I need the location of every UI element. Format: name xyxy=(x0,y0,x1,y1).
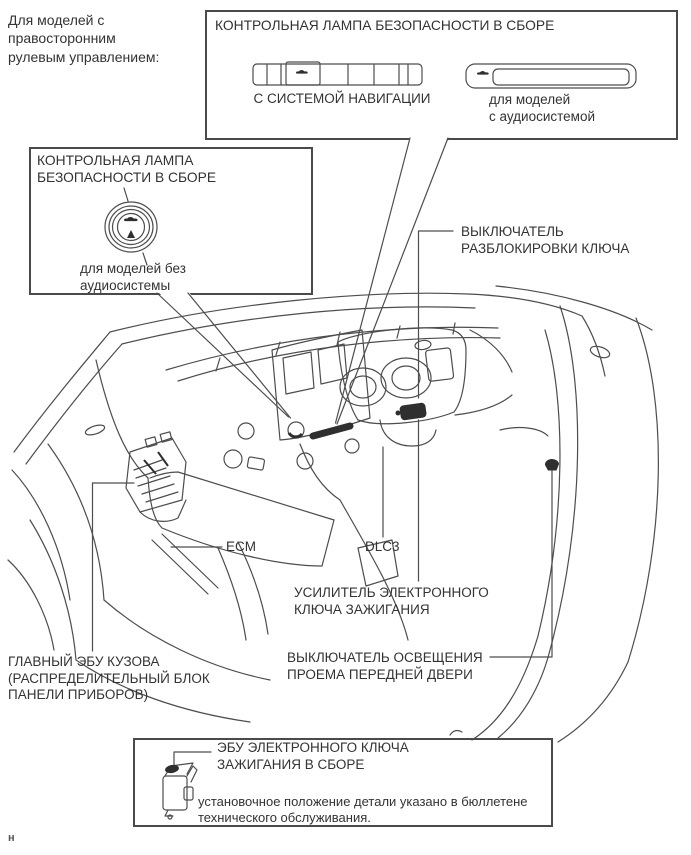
callout-main-body-ecu: ГЛАВНЫЙ ЭБУ КУЗОВА (РАСПРЕДЕЛИТЕЛЬНЫЙ БЛ… xyxy=(8,654,210,704)
callout-line: РАЗБЛОКИРОВКИ КЛЮЧА xyxy=(461,240,630,256)
callout-door-light-switch: ВЫКЛЮЧАТЕЛЬ ОСВЕЩЕНИЯ ПРОЕМА ПЕРЕДНЕЙ ДВ… xyxy=(287,650,483,683)
no-audio-box-title-line: КОНТРОЛЬНАЯ ЛАМПА xyxy=(37,153,194,168)
pointer-from-no-audio-box xyxy=(156,291,292,419)
door-courtesy-switch-drawing xyxy=(544,458,559,479)
key-cylinder-area xyxy=(399,402,427,421)
callout-ecm: ECM xyxy=(226,539,256,554)
callout-line: (РАСПРЕДЕЛИТЕЛЬНЫЙ БЛОК xyxy=(8,670,210,686)
leader-door-light-switch xyxy=(489,477,553,658)
callout-line: КЛЮЧА ЗАЖИГАНИЯ xyxy=(294,601,430,617)
service-bulletin-note-line: установочное положение детали указано в … xyxy=(198,794,528,809)
audio-variant-caption: для моделей с аудиосистемой xyxy=(489,92,595,125)
audio-variant-caption-line: для моделей xyxy=(489,92,571,107)
pointer-from-variants-box xyxy=(334,136,449,425)
variants-box-title: КОНТРОЛЬНАЯ ЛАМПА БЕЗОПАСНОСТИ В СБОРЕ xyxy=(215,18,555,33)
service-bulletin-note-line: технического обслуживания. xyxy=(198,810,371,826)
callout-dlc3: DLC3 xyxy=(365,539,400,554)
page-marker: н xyxy=(8,832,15,844)
no-audio-caption-line: для моделей без xyxy=(80,261,186,276)
audio-variant-caption-line: с аудиосистемой xyxy=(489,108,595,124)
intro-note-line: рулевым управлением: xyxy=(8,48,160,65)
callout-key-unlock-switch: ВЫКЛЮЧАТЕЛЬ РАЗБЛОКИРОВКИ КЛЮЧА xyxy=(461,224,629,257)
callout-line: ГЛАВНЫЙ ЭБУ КУЗОВА xyxy=(8,654,160,669)
no-audio-caption: для моделей без аудиосистемы xyxy=(80,261,186,294)
no-audio-box-title: КОНТРОЛЬНАЯ ЛАМПА БЕЗОПАСНОСТИ В СБОРЕ xyxy=(37,152,216,186)
intro-note: Для моделей с правосторонним рулевым упр… xyxy=(8,11,159,66)
key-ecu-label: ЭБУ ЭЛЕКТРОННОГО КЛЮЧА ЗАЖИГАНИЯ В СБОРЕ xyxy=(217,740,409,773)
callout-line: ВЫКЛЮЧАТЕЛЬ xyxy=(461,224,564,239)
callout-line: ПАНЕЛИ ПРИБОРОВ) xyxy=(8,687,149,703)
callout-line: ПРОЕМА ПЕРЕДНЕЙ ДВЕРИ xyxy=(287,666,473,682)
intro-note-line: правосторонним xyxy=(8,30,116,47)
no-audio-box-title-line: БЕЗОПАСНОСТИ В СБОРЕ xyxy=(37,170,217,186)
leader-main-body-ecu xyxy=(91,482,135,652)
no-audio-caption-line: аудиосистемы xyxy=(80,277,171,293)
intro-note-line: Для моделей с xyxy=(8,12,105,28)
key-ecu-label-line: ЭБУ ЭЛЕКТРОННОГО КЛЮЧА xyxy=(217,740,409,755)
callout-ignition-key-amplifier: УСИЛИТЕЛЬ ЭЛЕКТРОННОГО КЛЮЧА ЗАЖИГАНИЯ xyxy=(294,585,489,618)
callout-line: УСИЛИТЕЛЬ ЭЛЕКТРОННОГО xyxy=(294,585,489,600)
indicator-strip-drawing xyxy=(309,422,354,440)
callout-line: ВЫКЛЮЧАТЕЛЬ ОСВЕЩЕНИЯ xyxy=(287,650,483,665)
service-bulletin-note: установочное положение детали указано в … xyxy=(198,794,528,826)
ecm-module-drawing xyxy=(125,431,187,522)
nav-variant-caption: С СИСТЕМОЙ НАВИГАЦИИ xyxy=(253,91,431,106)
security-lamp-drawing xyxy=(287,421,305,439)
key-ecu-label-line: ЗАЖИГАНИЯ В СБОРЕ xyxy=(217,756,365,772)
leader-key-unlock-switch xyxy=(417,230,454,399)
key-ecu-note-box xyxy=(133,738,553,827)
